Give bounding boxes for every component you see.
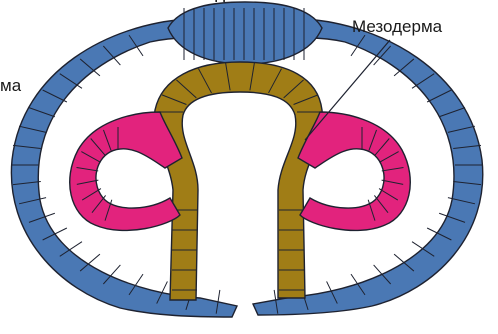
mesoderm-layer xyxy=(70,112,411,230)
mesoderm-label: Мезодерма xyxy=(352,17,442,37)
endoderm-tube xyxy=(154,62,322,300)
ectoderm-ring xyxy=(11,19,237,317)
endoderm-layer xyxy=(154,62,323,300)
top-label-fragment: Н xyxy=(214,0,226,7)
mesoderm-right-pouch xyxy=(298,112,410,230)
mesoderm-left-pouch xyxy=(70,112,182,230)
neural-plate xyxy=(168,2,322,64)
ectoderm-label-fragment: ма xyxy=(0,76,21,96)
